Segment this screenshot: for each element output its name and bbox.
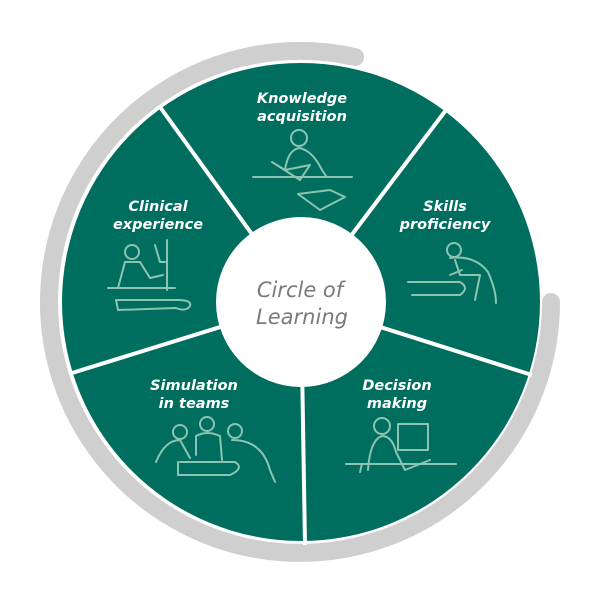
segment-label-line-2: proficiency	[399, 217, 491, 233]
segment-label-line-2: acquisition	[257, 109, 347, 125]
person-reading-icon	[252, 129, 353, 211]
segment-label-line-1: Simulation	[150, 378, 238, 394]
person-at-computer-icon	[345, 417, 457, 473]
segment-simulation-in-teams: Simulation in teams	[150, 378, 276, 483]
center-circle	[216, 217, 386, 387]
segment-clinical-experience: Clinical experience	[107, 199, 203, 311]
segment-decision-making: Decision making	[345, 378, 457, 473]
segment-skills-proficiency: Skills proficiency	[399, 199, 497, 304]
outer-ring-arc	[40, 41, 560, 562]
center-title-line-1: Circle of	[257, 278, 347, 302]
segment-label-line-1: Skills	[423, 199, 467, 215]
segment-label-line-2: in teams	[159, 396, 230, 412]
segment-label-line-1: Clinical	[128, 199, 188, 215]
person-examining-patient-icon	[407, 242, 497, 304]
segment-label-line-1: Decision	[362, 378, 431, 394]
segment-label-line-2: experience	[113, 217, 203, 233]
center-title-line-2: Learning	[256, 305, 348, 329]
clinical-bedside-icon	[107, 239, 192, 311]
segment-label-line-1: Knowledge	[257, 91, 347, 107]
segment-label-line-2: making	[367, 396, 427, 412]
team-simulation-icon	[155, 416, 276, 483]
segment-knowledge-acquisition: Knowledge acquisition	[252, 91, 353, 211]
